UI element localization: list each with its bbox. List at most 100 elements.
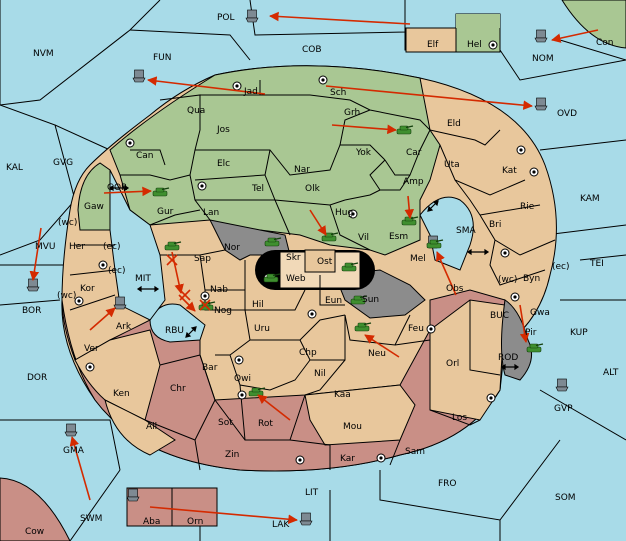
ship-icon[interactable] <box>245 9 259 23</box>
label-Ver: Ver <box>84 344 99 354</box>
label-SOM: SOM <box>555 493 576 503</box>
label-Esm: Esm <box>389 232 408 242</box>
label-Nog: Nog <box>214 306 232 316</box>
coast-link-arrows <box>108 184 520 371</box>
label-Mou: Mou <box>343 422 362 432</box>
ship-icon[interactable] <box>113 296 127 310</box>
land-labels: Elf Hel Jad Sch Qua Grh Eld Jos Car Can … <box>69 40 550 527</box>
ship-icon[interactable] <box>534 97 548 111</box>
label-NVM: NVM <box>33 49 54 59</box>
label-Lan: Lan <box>203 208 219 218</box>
ship-icon[interactable] <box>64 423 78 437</box>
label-POL: POL <box>217 13 235 23</box>
label-KUP: KUP <box>570 328 588 338</box>
label-Eld: Eld <box>447 119 461 129</box>
label-Orl: Orl <box>446 359 459 369</box>
label-Bar: Bar <box>202 363 218 373</box>
label-Her: Her <box>69 242 85 252</box>
label-Car: Car <box>406 148 422 158</box>
label-Orn: Orn <box>187 517 203 527</box>
label-Kor: Kor <box>80 284 95 294</box>
label-Pir: Pir <box>525 328 537 338</box>
label-ALT: ALT <box>603 368 619 378</box>
label-Ost: Ost <box>317 257 333 267</box>
label-Eun: Eun <box>325 296 342 306</box>
label-Obs: Obs <box>446 284 464 294</box>
label-Sot: Sot <box>218 418 233 428</box>
label-TEI: TEI <box>589 259 604 269</box>
label-COB: COB <box>302 45 322 55</box>
mit-gulf <box>109 169 166 321</box>
ship-icon[interactable] <box>534 29 548 43</box>
label-Los: Los <box>452 413 467 423</box>
label-Jos: Jos <box>216 125 230 135</box>
label-Olk: Olk <box>305 184 321 194</box>
ship-icon[interactable] <box>555 378 569 392</box>
label-Uru: Uru <box>254 324 270 334</box>
label-Grh: Grh <box>344 108 360 118</box>
territory-mou[interactable] <box>304 384 416 446</box>
label-BUC: BUC <box>490 311 509 321</box>
coast-tags: (wc) (ec) (ec) (wc) (wc) (ec) <box>57 218 570 301</box>
label-Sap: Sap <box>194 254 211 264</box>
label-Hug: Hug <box>335 208 353 218</box>
label-Elf: Elf <box>427 40 439 50</box>
label-SMA: SMA <box>456 226 476 236</box>
label-Tel: Tel <box>251 184 264 194</box>
label-FUN: FUN <box>153 53 172 63</box>
label-Hil: Hil <box>252 300 264 310</box>
territory-elf[interactable] <box>405 27 457 53</box>
label-Uta: Uta <box>444 160 460 170</box>
territory-orn[interactable] <box>171 487 218 527</box>
label-Vil: Vil <box>358 233 369 243</box>
label-Gwa: Gwa <box>530 308 550 318</box>
label-Bri: Bri <box>489 220 501 230</box>
ship-icon[interactable] <box>126 488 140 502</box>
label-Feu: Feu <box>408 324 424 334</box>
label-Kar: Kar <box>340 454 355 464</box>
label-Ail: Ail <box>146 422 157 432</box>
territory-borders <box>69 80 556 471</box>
label-Gaw: Gaw <box>84 202 104 212</box>
label-Neu: Neu <box>368 349 386 359</box>
label-Mel: Mel <box>410 254 426 264</box>
label-Jad: Jad <box>243 87 258 97</box>
label-Kat: Kat <box>502 166 517 176</box>
label-Cow: Cow <box>25 527 44 537</box>
territory-pir[interactable] <box>501 299 533 381</box>
label-Can: Can <box>136 151 154 161</box>
label-Web: Web <box>286 274 306 284</box>
ship-icon[interactable] <box>132 69 146 83</box>
label-Ark: Ark <box>116 322 132 332</box>
label-byn-ec: (ec) <box>552 262 570 272</box>
label-Amp: Amp <box>403 177 424 187</box>
territory-ken[interactable] <box>74 329 161 421</box>
label-NOM: NOM <box>532 54 554 64</box>
label-Qwi: Qwi <box>234 374 251 384</box>
label-GVP: GVP <box>554 404 573 414</box>
territory-orl-area <box>429 299 506 421</box>
label-Nor: Nor <box>224 243 240 253</box>
label-Elc: Elc <box>217 159 230 169</box>
label-Gur: Gur <box>157 207 174 217</box>
label-kor-ec: (ec) <box>108 266 126 276</box>
label-Sam: Sam <box>405 447 425 457</box>
label-Nab: Nab <box>210 285 228 295</box>
ship-icon[interactable] <box>299 512 313 526</box>
label-Sun: Sun <box>362 295 379 305</box>
label-her-ec: (ec) <box>103 242 121 252</box>
territory-ost-core <box>304 249 336 273</box>
label-DOR: DOR <box>27 373 47 383</box>
label-GMA: GMA <box>63 446 85 456</box>
label-MVU: MVU <box>35 242 56 252</box>
label-Rot: Rot <box>258 419 273 429</box>
ship-icon[interactable] <box>26 278 40 292</box>
label-Con: Con <box>596 38 614 48</box>
label-BOR: BOR <box>22 306 41 316</box>
territory-ail[interactable] <box>104 399 176 456</box>
label-Zin: Zin <box>225 450 239 460</box>
label-Rie: Rie <box>520 202 535 212</box>
label-GVG: GVG <box>53 158 73 168</box>
label-Qua: Qua <box>187 106 205 116</box>
